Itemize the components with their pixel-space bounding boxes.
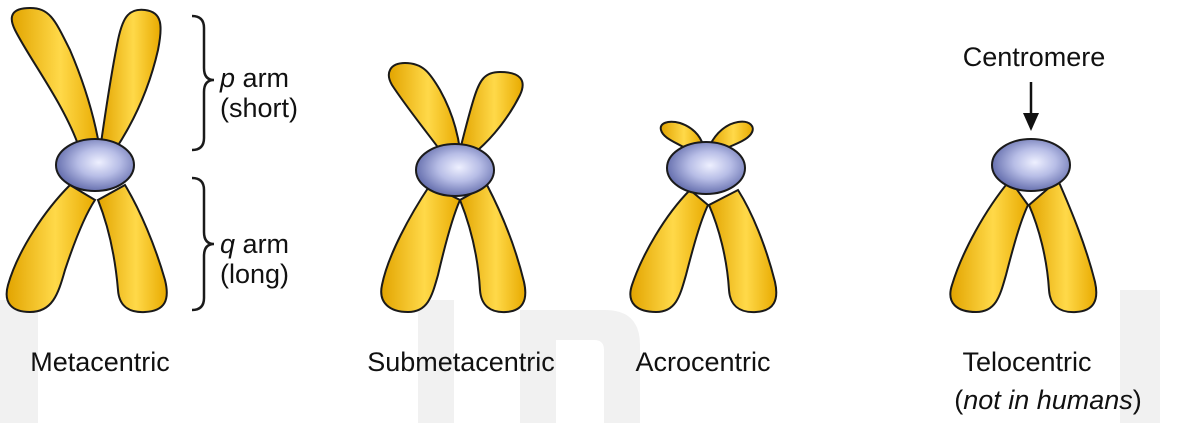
p-arm-left-chromatid [389, 63, 460, 150]
chromosome-submetacentric [381, 63, 525, 312]
centromere-label: Centromere [963, 44, 1106, 71]
q-arm-right-chromatid [709, 190, 776, 312]
type-label-metacentric: Metacentric [30, 349, 170, 376]
type-label-telocentric: Telocentric [962, 349, 1091, 376]
q-arm-right-chromatid [460, 185, 525, 312]
type-label-acrocentric: Acrocentric [635, 349, 770, 376]
q-arm-left-chromatid [381, 185, 460, 312]
p-arm-right-chromatid [100, 10, 161, 150]
q-arm-word: arm [243, 229, 290, 259]
chromosome-metacentric [7, 8, 167, 312]
note-close-paren: ) [1133, 385, 1142, 415]
q-arm-brace [192, 178, 214, 310]
p-arm-right-chromatid [460, 72, 523, 150]
centromere [56, 139, 134, 191]
p-arm-left-chromatid [12, 8, 100, 150]
centromere [667, 142, 745, 194]
q-arm-right-chromatid [1029, 180, 1096, 312]
q-arm-left-chromatid [630, 190, 708, 312]
note-italic-text: not in humans [963, 385, 1133, 415]
chromosome-telocentric [950, 139, 1096, 312]
telocentric-note: (not in humans) [954, 387, 1142, 414]
q-arm-label: q arm (long) [220, 229, 289, 289]
q-arm-left-chromatid [7, 185, 95, 312]
p-arm-label: p arm (short) [220, 63, 298, 123]
p-arm-word: arm [243, 63, 290, 93]
p-arm-letter: p [220, 63, 235, 93]
type-label-submetacentric: Submetacentric [367, 349, 555, 376]
q-arm-left-chromatid [950, 180, 1028, 312]
p-arm-brace [192, 16, 214, 150]
p-arm-sub: (short) [220, 93, 298, 123]
q-arm-sub: (long) [220, 259, 289, 289]
q-arm-right-chromatid [98, 185, 167, 312]
centromere [992, 139, 1070, 191]
chromosome-acrocentric [630, 122, 776, 312]
note-open-paren: ( [954, 385, 963, 415]
centromere-arrow [1023, 82, 1039, 131]
q-arm-letter: q [220, 229, 235, 259]
centromere [416, 144, 494, 196]
